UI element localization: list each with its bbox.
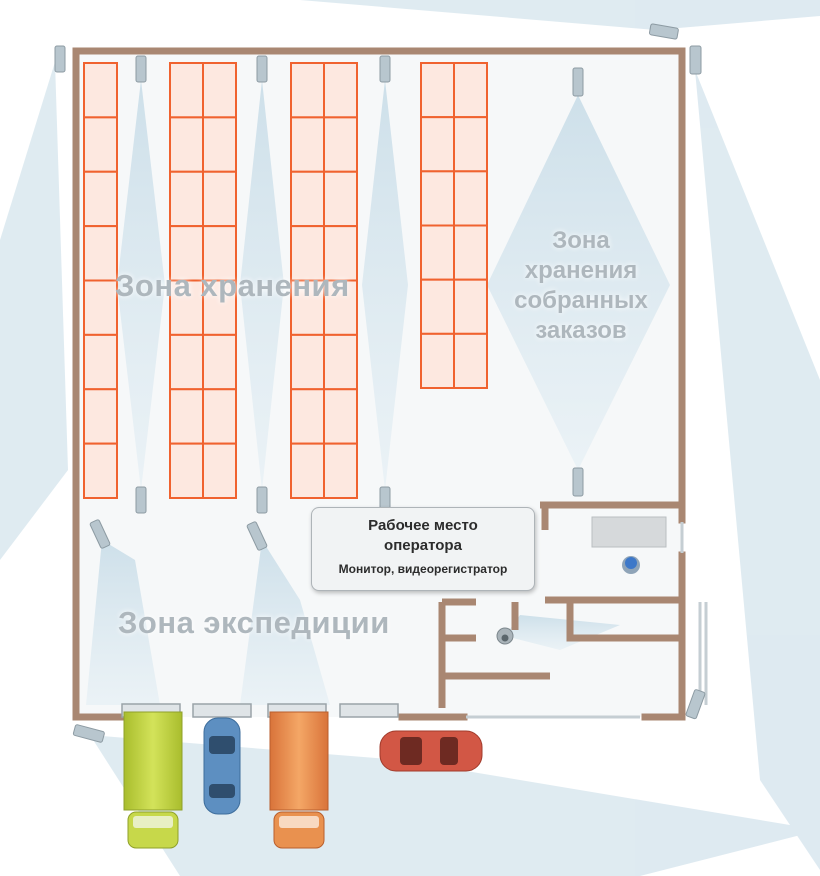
rack-cell [83,388,118,445]
rack-cell [83,279,118,336]
rack-cell [202,116,237,173]
car-icon [203,717,241,815]
view-right-outer [695,70,820,870]
camera-icon [689,45,702,75]
workplace-title-line-2: оператора [384,537,462,554]
rack-cell [169,62,204,119]
rack-cell [323,279,358,336]
rack-cell [453,116,488,173]
view-orders-zone [487,95,670,470]
rack-cell [453,224,488,281]
operator-chair-icon [622,556,640,574]
camera-icon [135,486,147,514]
truck-icon [269,711,329,849]
rack-cell [453,62,488,119]
camera-icon [379,55,391,83]
rack-cell [202,442,237,499]
rack-cell [290,442,325,499]
rack-cell [453,278,488,335]
operator-workplace-callout: Рабочее место оператора Монитор, видеоре… [311,507,535,591]
camera-icon [135,55,147,83]
storage-zone-label: Зона хранения [115,268,350,303]
rack-cell [83,225,118,282]
camera-icon [648,23,679,40]
workplace-subtitle: Монитор, видеорегистратор [338,562,508,576]
aisle-camera-views [86,80,670,705]
rack-cell [323,116,358,173]
rack-cell [290,62,325,119]
rack-cell [323,442,358,499]
rack-cell [202,62,237,119]
workplace-title-line-1: Рабочее место [368,517,478,534]
view-aisle-1 [117,80,165,490]
operator-desk [591,516,667,548]
rack-cell [290,170,325,228]
truck-icon [123,711,183,849]
rack-cell [83,442,118,499]
car-icon [379,730,483,772]
view-aisle-3 [362,80,408,490]
camera-icon [572,67,584,97]
rack-cell [323,388,358,445]
rack-cell [202,279,237,336]
rack-cell [323,333,358,391]
rack-cell [420,62,455,119]
rack-cell [323,170,358,228]
rack-cell [290,116,325,173]
workplace-title: Рабочее место оператора [312,516,534,556]
orders-zone-line-3: собранных [514,287,648,314]
rack-cell [420,224,455,281]
rack-cell [169,170,204,228]
rack-cell [453,170,488,227]
camera-icon [89,519,111,549]
orders-zone-line-4: заказов [535,317,627,344]
building-walls [72,47,686,721]
camera-icon [256,486,268,514]
rack-cell [420,278,455,335]
rack-cell [420,170,455,227]
camera-icon [246,521,268,551]
view-dome-cam [505,615,620,650]
view-top-right-outer [300,0,820,30]
rack-cell [202,225,237,282]
view-left-outer [0,62,68,560]
camera-icon [685,689,706,720]
expedition-zone-label: Зона экспедиции [118,605,390,640]
orders-zone-line-2: хранения [524,257,638,284]
view-expedition-2 [240,540,330,705]
camera-icon [72,724,105,743]
rack-cell [202,170,237,228]
camera-icon [572,467,584,497]
rack-cell [290,388,325,445]
view-expedition-1 [86,540,160,705]
orders-zone-line-1: Зона [552,227,610,254]
rack-cell [323,62,358,119]
rack-cell [169,116,204,173]
rack-cell [169,333,204,391]
rack-cell [169,388,204,445]
camera-icon [256,55,268,83]
rack-cell [83,333,118,391]
rack-cell [202,388,237,445]
office-partitions [438,501,682,708]
camera-icon [54,45,66,73]
rack-cell [420,332,455,390]
storage-racks [83,62,488,499]
rack-cell [290,225,325,282]
rack-cell [202,333,237,391]
rack-cell [83,116,118,173]
rack-cell [290,333,325,391]
rack-cell [83,62,118,119]
rack-cell [83,170,118,228]
glass-doors [466,522,708,719]
view-aisle-2 [240,80,284,490]
rack-cell [420,116,455,173]
dome-camera-icon [496,627,514,645]
rack-cell [453,332,488,390]
rack-cell [169,442,204,499]
orders-storage-zone-label: Зона хранения собранных заказов [496,226,666,346]
wall-cameras [54,23,706,743]
